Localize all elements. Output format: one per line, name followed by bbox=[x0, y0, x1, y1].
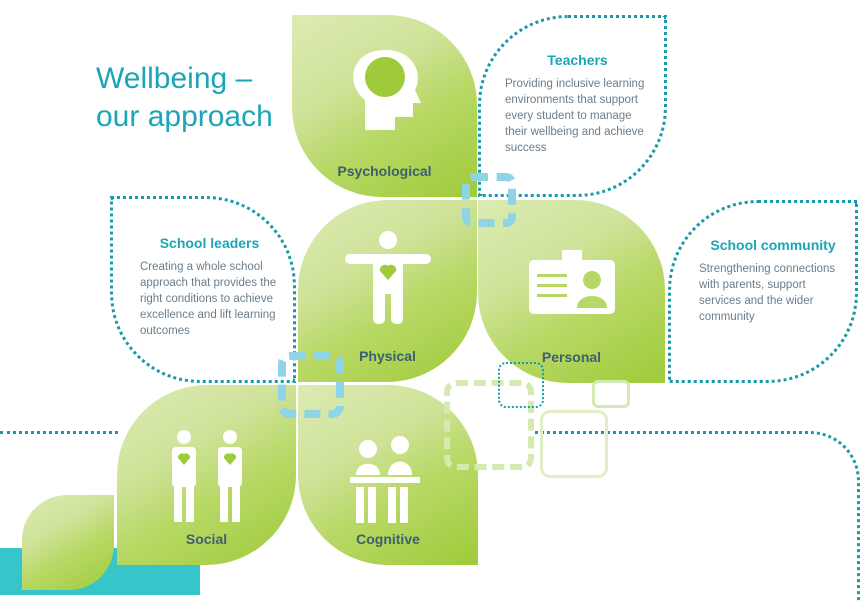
decorative-square-light bbox=[540, 410, 608, 478]
label-psychological: Psychological bbox=[337, 163, 432, 179]
teacher-student-icon bbox=[350, 436, 420, 523]
school-community-text: Strengthening connections with parents, … bbox=[699, 263, 836, 323]
leaf-psychological: Psychological bbox=[292, 15, 477, 197]
dotted-line-right bbox=[535, 431, 860, 601]
label-physical: Physical bbox=[359, 348, 416, 364]
school-community-box: School community Strengthening connectio… bbox=[668, 200, 858, 383]
decorative-square-light-2 bbox=[592, 380, 630, 408]
decorative-square-blue bbox=[462, 173, 516, 227]
decorative-square-green bbox=[444, 380, 534, 470]
leaf-small bbox=[22, 495, 114, 590]
school-community-heading: School community bbox=[710, 237, 836, 253]
teachers-heading: Teachers bbox=[547, 52, 608, 68]
person-heart-icon bbox=[344, 231, 431, 324]
dotted-line-left bbox=[0, 431, 118, 434]
page-title: Wellbeing –our approach bbox=[96, 62, 273, 133]
two-people-icon bbox=[171, 430, 242, 522]
leaf-social: Social bbox=[117, 385, 296, 565]
label-personal: Personal bbox=[541, 349, 602, 365]
brain-head-icon bbox=[352, 50, 421, 130]
decorative-square-teal bbox=[498, 362, 544, 408]
teachers-text: Providing inclusive learning environment… bbox=[505, 78, 645, 154]
leaf-personal: Personal bbox=[478, 200, 665, 383]
school-leaders-text: Creating a whole school approach that pr… bbox=[140, 261, 277, 337]
decorative-square-blue-2 bbox=[278, 352, 344, 418]
label-social: Social bbox=[185, 531, 228, 547]
leaf-physical: Physical bbox=[298, 200, 477, 382]
teachers-box: Teachers Providing inclusive learning en… bbox=[478, 15, 667, 197]
school-leaders-box: School leaders Creating a whole school a… bbox=[110, 196, 296, 383]
school-leaders-heading: School leaders bbox=[159, 235, 260, 251]
label-cognitive: Cognitive bbox=[356, 531, 420, 547]
id-card-icon bbox=[528, 250, 615, 314]
